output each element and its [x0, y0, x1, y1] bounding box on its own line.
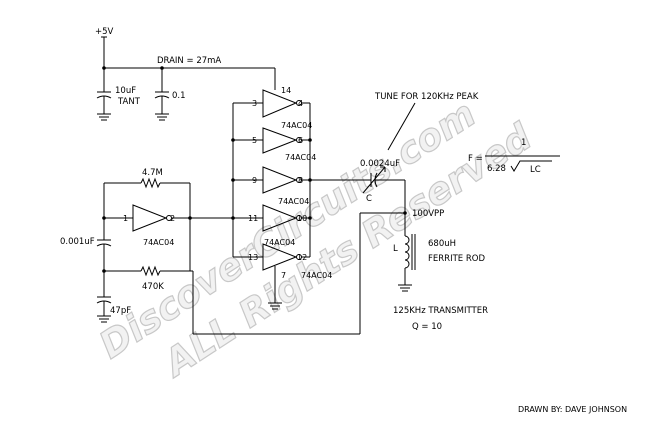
- inductor-value: 680uH: [428, 239, 456, 249]
- formula-radicand: LC: [530, 165, 541, 175]
- pin-14: 14: [281, 86, 291, 95]
- cap-small-value: 47pF: [110, 306, 131, 316]
- resistor-bias: 470K: [104, 218, 191, 292]
- inverter-u2: 3 4 14 74AC04: [252, 86, 312, 130]
- cap-tant-type: TANT: [117, 97, 141, 107]
- inverter-u5-part: 74AC04: [264, 238, 295, 247]
- inverter-u1: 1 2 74AC04: [102, 204, 263, 247]
- cap-tant-value: 10uF: [115, 86, 136, 96]
- pin-10: 10: [297, 214, 307, 223]
- pin-2: 2: [170, 214, 175, 223]
- pin-13: 13: [248, 253, 258, 262]
- inductor-type: FERRITE ROD: [428, 254, 485, 264]
- formula-coef: 6.28: [487, 164, 506, 174]
- inverter-u6: 13 12 7 74AC04: [248, 243, 332, 280]
- inverter-u2-part: 74AC04: [281, 121, 312, 130]
- return-loop: [190, 212, 405, 335]
- cap-tune-ref: C: [366, 194, 372, 204]
- pin-3: 3: [252, 99, 257, 108]
- formula-numerator: 1: [521, 138, 526, 148]
- pin-5: 5: [252, 136, 257, 145]
- cap-tune-value: 0.0024uF: [360, 159, 400, 169]
- pin-4: 4: [298, 99, 303, 108]
- cap-bypass-value: 0.1: [172, 91, 186, 101]
- transmitter-label: 125KHz TRANSMITTER: [393, 306, 488, 316]
- frequency-formula: F = 1 6.28 LC: [468, 138, 560, 175]
- cap-tant: 10uF TANT: [96, 68, 141, 121]
- pin-1: 1: [123, 214, 128, 223]
- cap-timing: 0.001uF: [60, 218, 112, 297]
- inductor-ref: L: [393, 244, 398, 254]
- cap-tune: 0.0024uF C: [360, 159, 405, 204]
- cap-bypass: 0.1: [154, 68, 186, 121]
- inverter-u4: 9 8 74AC04: [252, 166, 309, 206]
- supply-label: +5V: [95, 27, 114, 37]
- inverter-u1-part: 74AC04: [143, 238, 174, 247]
- resistor-feedback: 4.7M: [103, 168, 191, 218]
- supply-rail: +5V DRAIN = 27mA: [95, 27, 276, 90]
- tune-note-text: TUNE FOR 120KHz PEAK: [374, 92, 479, 102]
- pin-6: 6: [298, 136, 303, 145]
- inverter-u3: 5 6 74AC04: [252, 127, 316, 162]
- inverter-input-bus: [231, 102, 263, 258]
- inductor: L 680uH FERRITE ROD: [393, 180, 485, 292]
- cap-timing-value: 0.001uF: [60, 237, 95, 247]
- formula-lhs: F =: [468, 154, 483, 164]
- resistor-feedback-value: 4.7M: [142, 168, 163, 178]
- pin-9: 9: [252, 176, 257, 185]
- drain-label: DRAIN = 27mA: [157, 56, 221, 66]
- tune-note: TUNE FOR 120KHz PEAK: [374, 92, 479, 151]
- pin-7: 7: [281, 271, 286, 280]
- pin-8: 8: [298, 176, 303, 185]
- ic-ground: [268, 266, 282, 310]
- inverter-output-bus: [301, 102, 365, 258]
- inverter-u4-part: 74AC04: [278, 197, 309, 206]
- inverter-u3-part: 74AC04: [285, 153, 316, 162]
- cap-small: 47pF: [96, 296, 131, 323]
- resistor-bias-value: 470K: [142, 282, 164, 292]
- pin-12: 12: [297, 253, 307, 262]
- q-label: Q = 10: [412, 322, 442, 332]
- vpp-label: 100VPP: [412, 209, 444, 219]
- inverter-u6-part: 74AC04: [301, 271, 332, 280]
- drawn-by: DRAWN BY: DAVE JOHNSON: [518, 405, 627, 414]
